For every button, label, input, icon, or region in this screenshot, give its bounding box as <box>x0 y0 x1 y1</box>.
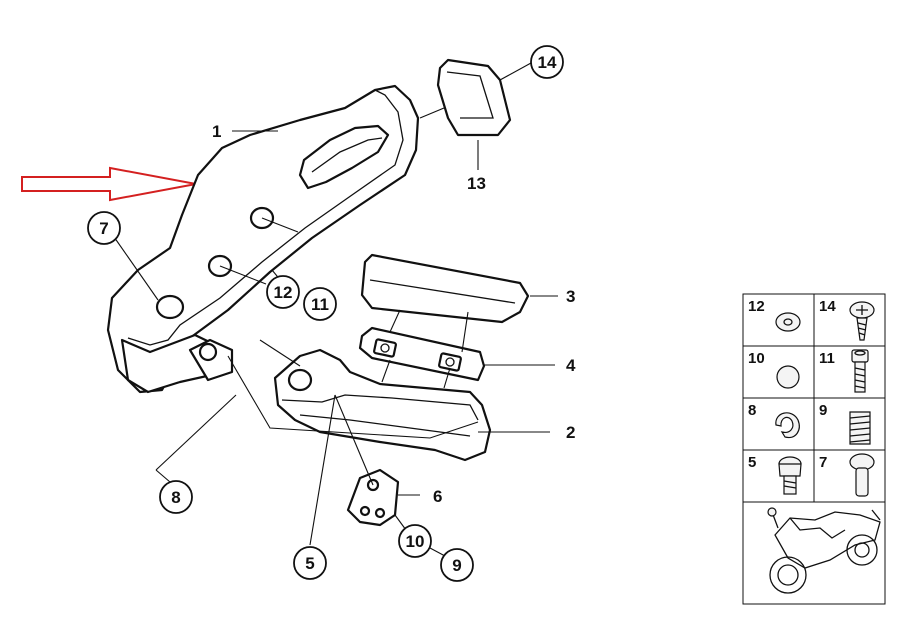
svg-text:11: 11 <box>311 295 329 314</box>
cap-part-14 <box>436 58 512 137</box>
bracket-part-1 <box>106 84 420 394</box>
pin-icon <box>849 453 875 497</box>
red-arrow-icon <box>21 166 197 202</box>
svg-text:9: 9 <box>452 556 461 575</box>
legend-num-9: 9 <box>819 402 827 419</box>
shim-part-4 <box>358 326 486 382</box>
bolt-icon <box>851 349 869 393</box>
label-part-3: 3 <box>566 287 575 306</box>
label-part-13: 13 <box>467 174 486 193</box>
svg-text:7: 7 <box>99 219 108 238</box>
svg-text:14: 14 <box>538 53 557 72</box>
pad-part-3 <box>360 253 530 324</box>
legend-num-10: 10 <box>748 350 765 367</box>
legend-num-7: 7 <box>819 454 827 471</box>
legend-num-14: 14 <box>819 298 836 315</box>
svg-text:10: 10 <box>406 532 425 551</box>
legend-num-8: 8 <box>748 402 756 419</box>
callout-8: 8 <box>159 480 193 514</box>
socket-screw-icon <box>778 456 802 495</box>
legend-num-5: 5 <box>748 454 756 471</box>
callout-14: 14 <box>530 45 564 79</box>
callout-7: 7 <box>87 211 121 245</box>
washer-icon <box>775 312 801 332</box>
svg-text:8: 8 <box>171 488 180 507</box>
motorcycle-icon <box>767 507 881 594</box>
spring-icon <box>849 411 871 445</box>
block-part-6 <box>346 468 400 527</box>
callout-5: 5 <box>293 546 327 580</box>
cap-icon <box>776 365 800 389</box>
svg-text:12: 12 <box>274 283 293 302</box>
label-part-1: 1 <box>212 122 221 141</box>
leader-lines <box>111 62 558 557</box>
label-part-4: 4 <box>566 356 576 375</box>
clip-icon <box>775 412 800 439</box>
screw-icon <box>849 301 875 341</box>
callout-11: 11 <box>303 287 337 321</box>
callout-9: 9 <box>440 548 474 582</box>
label-part-2: 2 <box>566 423 575 442</box>
legend-num-11: 11 <box>819 350 835 367</box>
legend-num-12: 12 <box>748 298 765 315</box>
legend-grid: 12 14 10 11 8 9 5 7 <box>742 293 886 605</box>
label-part-6: 6 <box>433 487 442 506</box>
callout-12: 12 <box>266 275 300 309</box>
svg-text:5: 5 <box>305 554 314 573</box>
callout-10: 10 <box>398 524 432 558</box>
